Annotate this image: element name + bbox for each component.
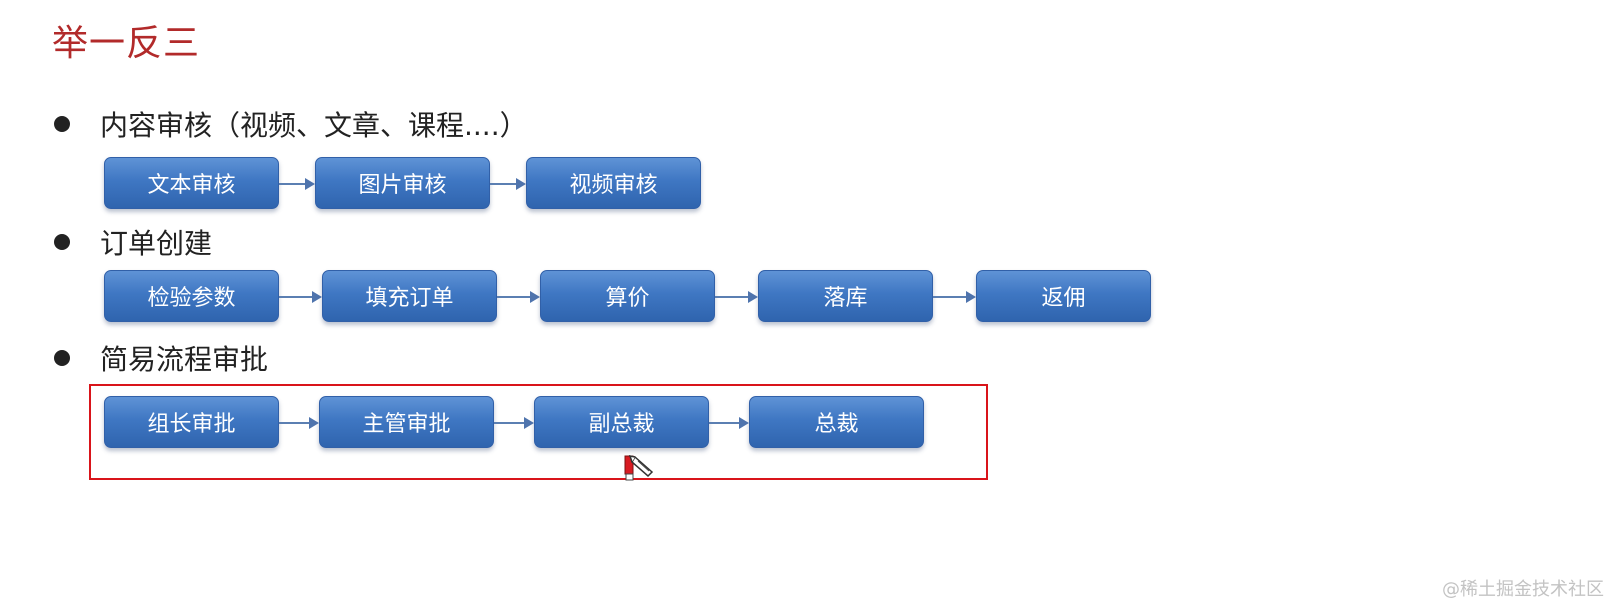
section-heading-label: 简易流程审批: [100, 343, 269, 376]
flow-step: 返佣: [976, 270, 1151, 322]
flow-step: 组长审批: [104, 396, 279, 448]
section-heading-label: 内容审核（视频、文章、课程....）: [100, 109, 528, 142]
flow-step: 总裁: [749, 396, 924, 448]
arrow-right-icon: [497, 291, 540, 303]
flow-step: 落库: [758, 270, 933, 322]
section-heading-content-review: 内容审核（视频、文章、课程....）: [54, 104, 528, 144]
flow-step: 检验参数: [104, 270, 279, 322]
bullet-icon: [54, 234, 70, 250]
arrow-right-icon: [494, 417, 534, 429]
bullet-icon: [54, 116, 70, 132]
arrow-right-icon: [709, 417, 749, 429]
flow-step: 视频审核: [526, 157, 701, 209]
arrow-right-icon: [279, 417, 319, 429]
flow-step: 图片审核: [315, 157, 490, 209]
arrow-right-icon: [490, 178, 526, 190]
flow-step: 算价: [540, 270, 715, 322]
arrow-right-icon: [715, 291, 758, 303]
arrow-right-icon: [933, 291, 976, 303]
page-title: 举一反三: [52, 23, 201, 64]
section-heading-label: 订单创建: [100, 227, 213, 260]
highlight-box: [89, 384, 988, 480]
flow-step: 主管审批: [319, 396, 494, 448]
flow-step: 填充订单: [322, 270, 497, 322]
arrow-right-icon: [279, 291, 322, 303]
arrow-right-icon: [279, 178, 315, 190]
flow-step: 副总裁: [534, 396, 709, 448]
section-heading-order-creation: 订单创建: [54, 222, 212, 262]
section-heading-simple-approval: 简易流程审批: [54, 338, 268, 378]
watermark: @稀土掘金技术社区: [1442, 579, 1604, 600]
pen-cursor-icon: [624, 455, 654, 481]
bullet-icon: [54, 350, 70, 366]
flow-step: 文本审核: [104, 157, 279, 209]
